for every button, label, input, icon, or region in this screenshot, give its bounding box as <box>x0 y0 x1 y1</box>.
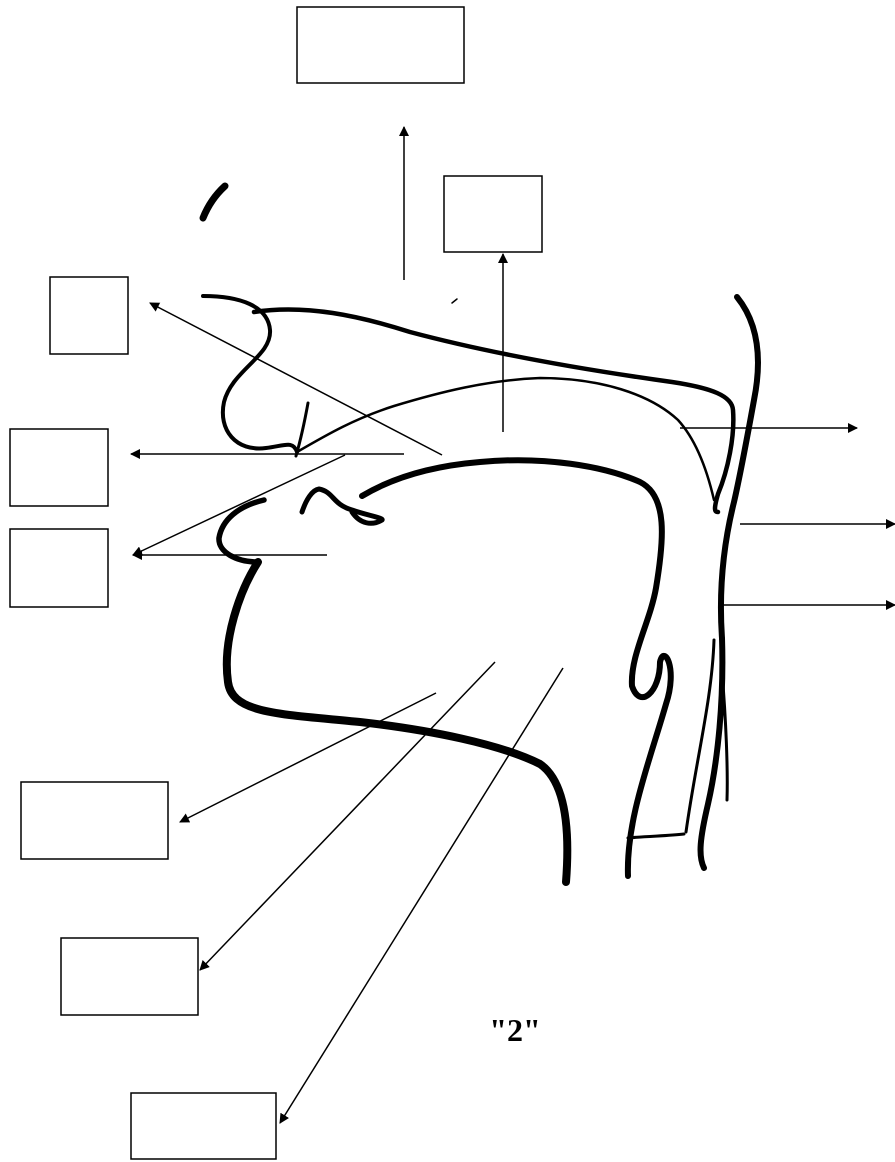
label-box-top-2[interactable] <box>444 176 542 252</box>
vocal-tract-outline <box>203 186 758 882</box>
label-box-left-3[interactable] <box>10 529 108 607</box>
label-box-bottom-1[interactable] <box>21 782 168 859</box>
jaw <box>227 562 568 882</box>
lower-lip <box>219 500 264 562</box>
label-box-bottom-2[interactable] <box>61 938 198 1015</box>
trachea-line <box>722 672 727 800</box>
arrow-to-bottom-1 <box>180 693 436 822</box>
pharynx-wall <box>701 297 758 868</box>
stray-mark <box>452 299 457 303</box>
label-boxes <box>10 7 542 1159</box>
pointer-arrows <box>131 127 895 1123</box>
arrow-to-bottom-3 <box>280 668 563 1123</box>
tongue <box>362 460 671 876</box>
nose-fragment <box>203 186 225 218</box>
label-box-left-2[interactable] <box>10 429 108 506</box>
palate-inner <box>297 378 714 500</box>
larynx-line <box>628 834 684 838</box>
upper-lip <box>203 296 297 452</box>
arrow-to-left-1 <box>150 303 442 455</box>
label-box-left-1[interactable] <box>50 277 128 354</box>
hard-palate <box>254 309 733 512</box>
label-box-top-1[interactable] <box>297 7 464 83</box>
arrow-to-left-3a <box>133 455 345 555</box>
label-box-bottom-3[interactable] <box>131 1093 276 1159</box>
figure-caption: "2" <box>470 1012 560 1049</box>
